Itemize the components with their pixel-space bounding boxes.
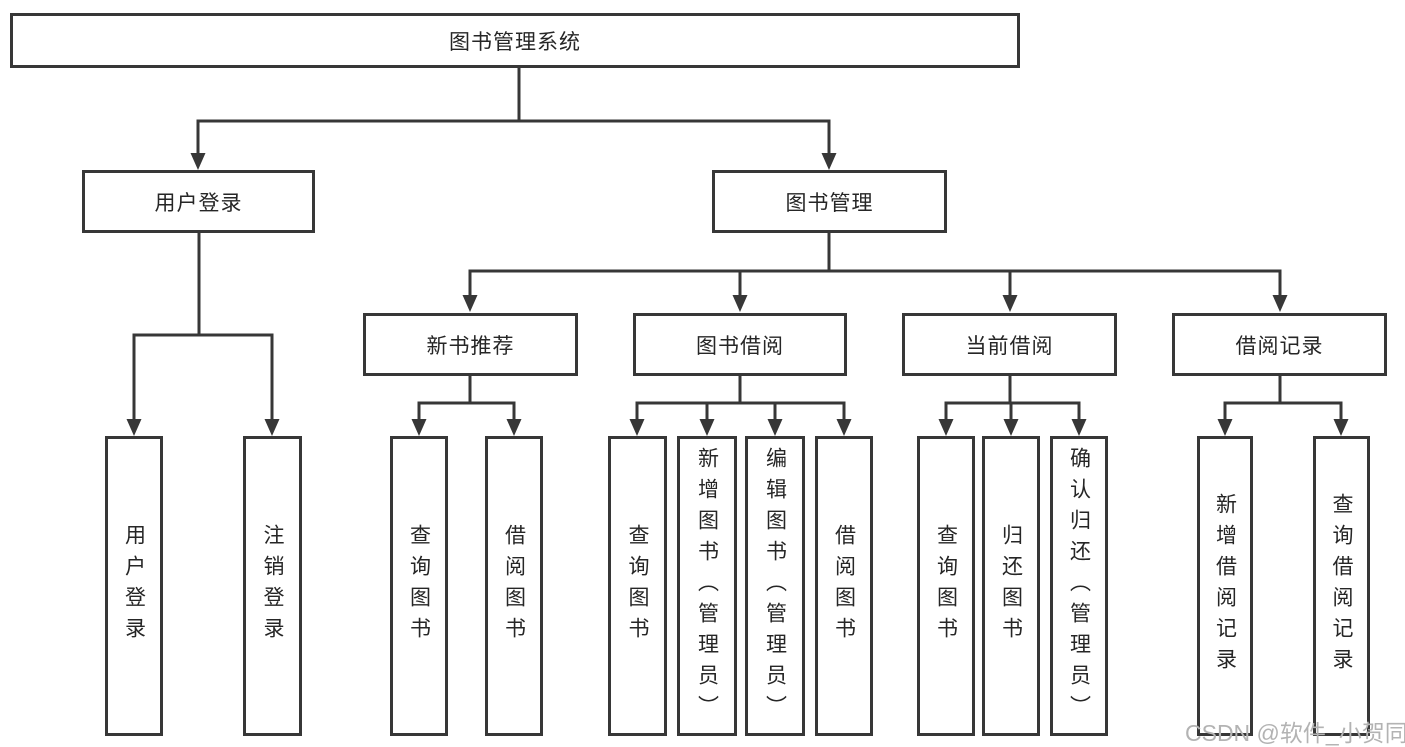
leaf-add-book-admin-label: 新增图书（管理员）	[695, 446, 719, 726]
leaf-borrow-books-borrow: 借阅图书	[815, 436, 873, 736]
leaf-logout: 注销登录	[243, 436, 302, 736]
leaf-return-book: 归还图书	[982, 436, 1040, 736]
leaf-borrow-books-borrow-label: 借阅图书	[832, 524, 856, 648]
node-user-login-label: 用户登录	[154, 191, 243, 215]
node-borrow-records-label: 借阅记录	[1235, 334, 1324, 358]
node-user-login: 用户登录	[82, 170, 315, 233]
leaf-query-books-borrow: 查询图书	[608, 436, 667, 736]
leaf-user-login: 用户登录	[105, 436, 163, 736]
node-book-management: 图书管理	[712, 170, 947, 233]
leaf-add-borrow-record-label: 新增借阅记录	[1213, 493, 1237, 679]
node-borrow-records: 借阅记录	[1172, 313, 1387, 376]
leaf-borrow-books-recommend-label: 借阅图书	[502, 524, 526, 648]
leaf-query-books-current-label: 查询图书	[934, 524, 958, 648]
node-root: 图书管理系统	[10, 13, 1020, 68]
leaf-add-book-admin: 新增图书（管理员）	[677, 436, 737, 736]
node-book-borrow: 图书借阅	[633, 313, 847, 376]
leaf-confirm-return-admin-label: 确认归还（管理员）	[1067, 446, 1091, 726]
leaf-edit-book-admin: 编辑图书（管理员）	[745, 436, 805, 736]
connector-stroke	[132, 68, 1343, 421]
node-current-borrow-label: 当前借阅	[965, 334, 1054, 358]
leaf-confirm-return-admin: 确认归还（管理员）	[1050, 436, 1108, 736]
leaf-add-borrow-record: 新增借阅记录	[1197, 436, 1253, 736]
leaf-query-books-recommend-label: 查询图书	[407, 524, 431, 648]
node-new-book-recommend: 新书推荐	[363, 313, 578, 376]
node-book-management-label: 图书管理	[785, 191, 874, 215]
node-current-borrow: 当前借阅	[902, 313, 1117, 376]
leaf-logout-label: 注销登录	[261, 524, 284, 648]
node-new-book-recommend-label: 新书推荐	[426, 334, 515, 358]
leaf-query-books-recommend: 查询图书	[390, 436, 448, 736]
leaf-query-books-borrow-label: 查询图书	[626, 524, 649, 648]
leaf-query-borrow-record-label: 查询借阅记录	[1330, 493, 1353, 679]
node-root-label: 图书管理系统	[449, 30, 581, 54]
leaf-return-book-label: 归还图书	[999, 524, 1023, 648]
leaf-query-books-current: 查询图书	[917, 436, 975, 736]
csdn-watermark: CSDN @软件_小贺同学	[1185, 720, 1405, 746]
leaf-user-login-label: 用户登录	[122, 524, 146, 648]
leaf-edit-book-admin-label: 编辑图书（管理员）	[763, 446, 787, 726]
node-book-borrow-label: 图书借阅	[696, 334, 784, 358]
leaf-query-borrow-record: 查询借阅记录	[1313, 436, 1370, 736]
leaf-borrow-books-recommend: 借阅图书	[485, 436, 543, 736]
